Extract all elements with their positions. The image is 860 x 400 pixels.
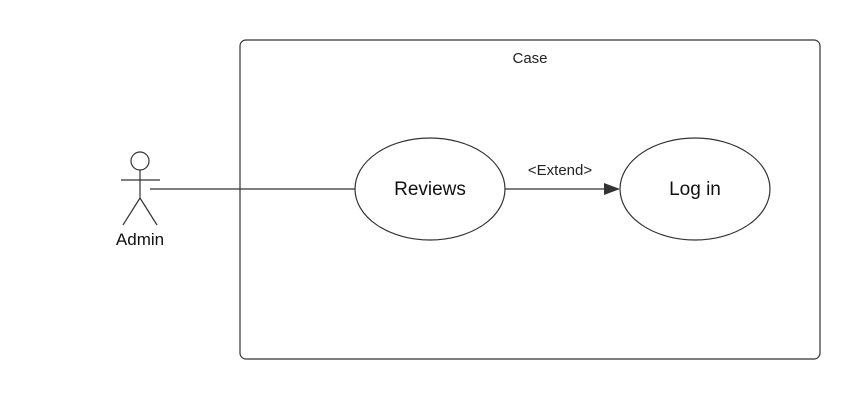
system-boundary-label: Case [512,50,547,67]
system-boundary-box [239,39,821,360]
actor-left-leg [122,197,141,226]
extend-label: <Extend> [528,162,592,179]
actor-label: Admin [116,230,164,249]
extend-relationship: <Extend> [505,162,620,195]
use-case-reviews: Reviews [354,137,506,241]
actor-admin: Admin [116,151,164,249]
use-case-login-label: Log in [669,179,721,200]
actor-right-leg [139,197,158,226]
use-case-reviews-label: Reviews [394,179,466,200]
use-case-login-shape [619,137,771,241]
use-case-login: Log in [619,137,771,241]
extend-arrow-head [604,183,620,195]
actor-head [130,151,150,171]
system-boundary: Case [239,39,821,360]
